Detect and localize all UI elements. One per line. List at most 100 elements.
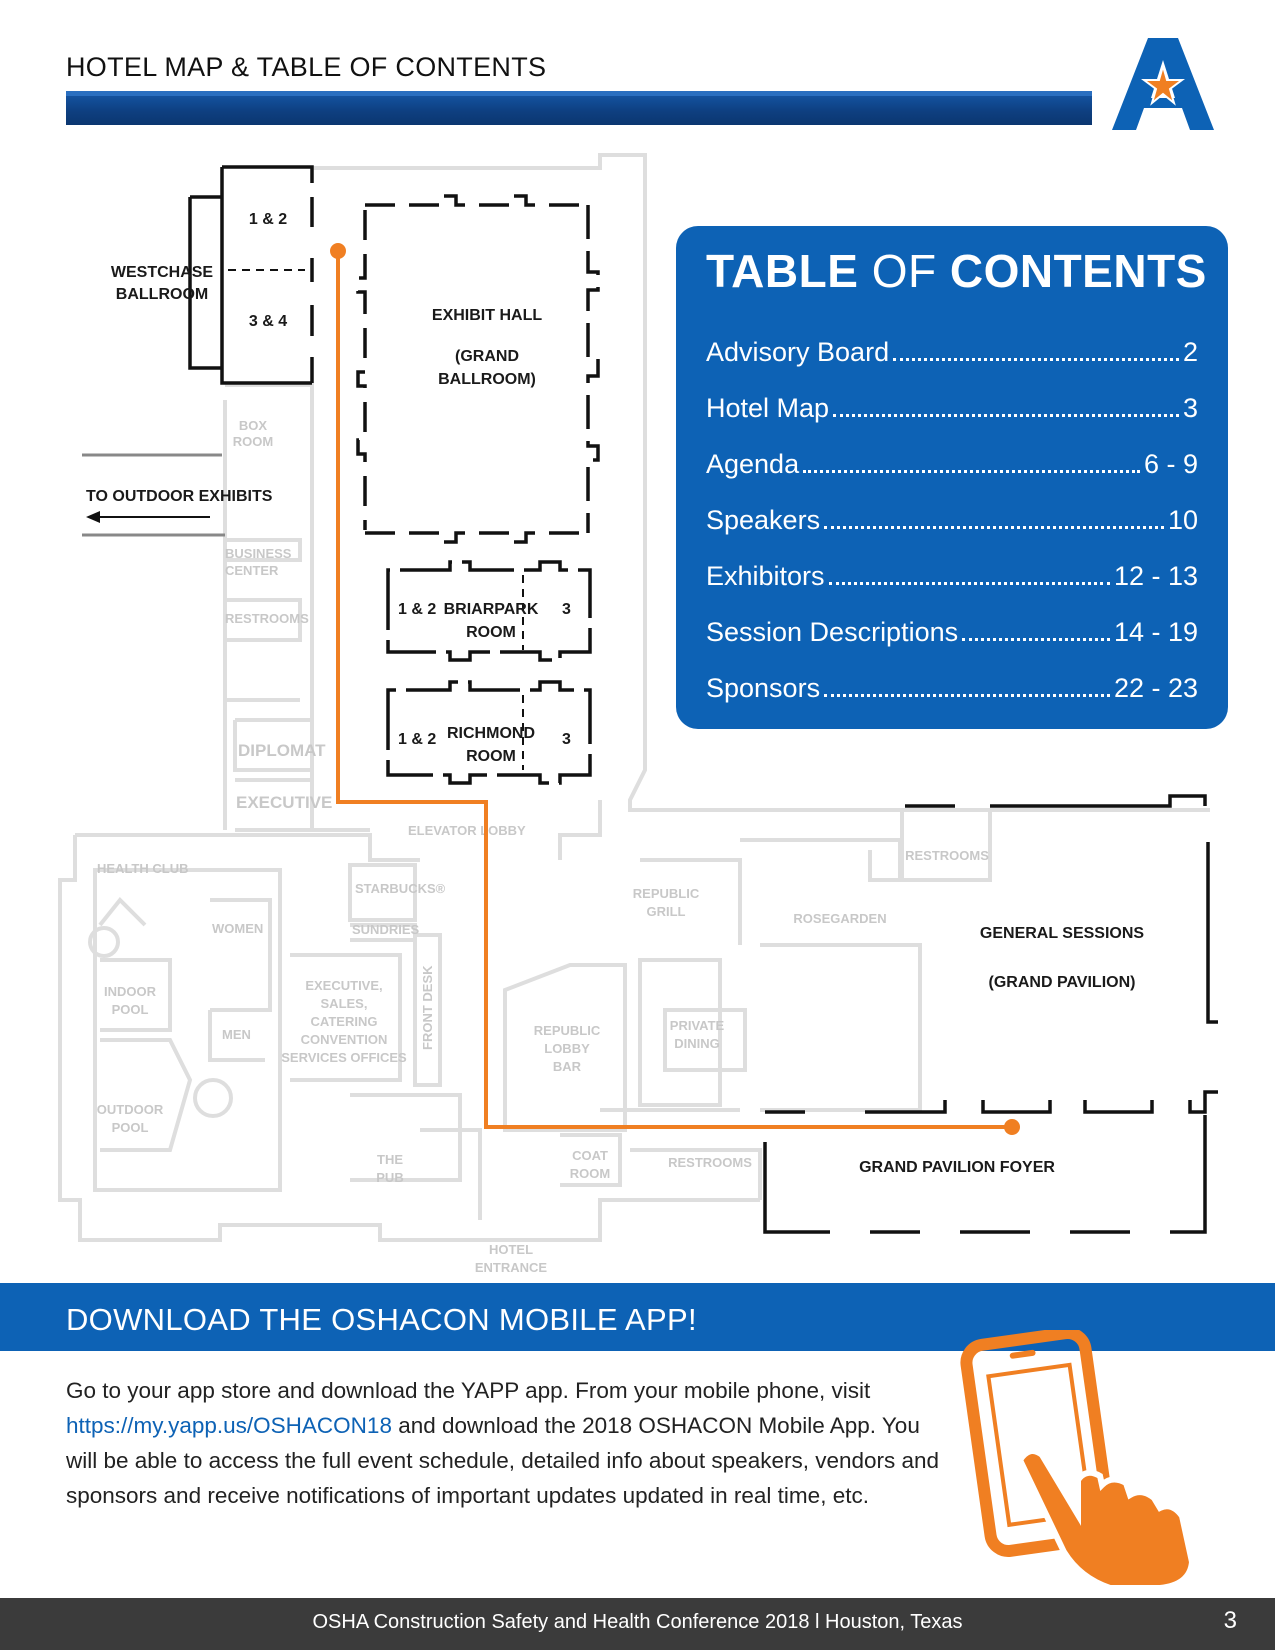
table-of-contents: TABLE OF CONTENTS Advisory Board 2 Hotel … (676, 226, 1228, 729)
map-label: RESTROOMS (225, 611, 309, 626)
toc-item-title: Hotel Map (706, 393, 830, 423)
route-start-dot (330, 243, 346, 259)
map-label: 1 & 2 (398, 731, 436, 748)
route-path (336, 251, 1012, 1129)
map-label: ROOM (233, 434, 273, 449)
title-bar (66, 91, 1092, 125)
map-label: INDOOR (104, 984, 157, 999)
map-label: REPUBLIC (633, 886, 700, 901)
map-label: ROOM (570, 1166, 610, 1181)
map-label: BUSINESS (225, 546, 292, 561)
footer-text: OSHA Construction Safety and Health Conf… (312, 1611, 963, 1633)
toc-item-page: 10 (1167, 505, 1198, 535)
map-label: REPUBLIC (534, 1023, 601, 1038)
footer-bar (0, 1598, 1275, 1650)
toc-item-page: 12 - 13 (1113, 561, 1198, 591)
map-label: SERVICES OFFICES (281, 1050, 407, 1065)
map-label: ROOM (466, 748, 516, 765)
map-label: HOTEL (489, 1242, 533, 1257)
toc-item-page: 2 (1182, 337, 1198, 367)
toc-item-page: 14 - 19 (1113, 617, 1198, 647)
map-label: STARBUCKS® (355, 881, 446, 896)
toc-item-title: Session Descriptions (706, 617, 959, 647)
map-label: CATERING (311, 1014, 378, 1029)
map-label: EXHIBIT HALL (432, 307, 542, 324)
map-label: ENTRANCE (475, 1260, 548, 1275)
map-label: POOL (112, 1002, 149, 1017)
map-label: GRAND PAVILION FOYER (859, 1159, 1055, 1176)
toc-item[interactable]: Session Descriptions 14 - 19 (706, 608, 1198, 648)
map-label: BOX (239, 418, 268, 433)
toc-item[interactable]: Hotel Map 3 (706, 384, 1198, 424)
map-label: 3 (562, 731, 571, 748)
toc-item-title: Sponsors (706, 673, 821, 703)
map-label: RESTROOMS (668, 1155, 752, 1170)
map-label: OUTDOOR (97, 1102, 164, 1117)
map-label: ELEVATOR LOBBY (408, 823, 526, 838)
map-label: PUB (376, 1170, 403, 1185)
toc-item-title: Agenda (706, 449, 800, 479)
toc-heading-b: OF (871, 245, 937, 297)
map-label: DIPLOMAT (238, 741, 326, 760)
toc-item[interactable]: Sponsors 22 - 23 (706, 664, 1198, 704)
toc-item[interactable]: Speakers 10 (706, 496, 1198, 536)
map-label: BALLROOM (116, 286, 208, 303)
map-label: TO OUTDOOR EXHIBITS (86, 488, 273, 505)
toc-heading: TABLE OF CONTENTS (706, 244, 1207, 298)
app-banner (0, 1283, 1275, 1351)
toc-heading-c: CONTENTS (949, 245, 1207, 297)
map-label: RICHMOND (447, 725, 535, 742)
map-label: COAT (572, 1148, 608, 1163)
map-label: ROSEGARDEN (793, 911, 886, 926)
toc-item[interactable]: Agenda 6 - 9 (706, 440, 1198, 480)
toc-item-page: 6 - 9 (1143, 449, 1198, 479)
map-label: GENERAL SESSIONS (980, 925, 1145, 942)
map-label: EXECUTIVE, (305, 978, 382, 993)
map-label: CENTER (225, 563, 279, 578)
map-label: PRIVATE (670, 1018, 725, 1033)
toc-heading-a: TABLE (706, 245, 859, 297)
map-label: SALES, (321, 996, 368, 1011)
app-link[interactable]: https://my.yapp.us/OSHACON18 (66, 1413, 392, 1438)
map-label: CONVENTION (301, 1032, 388, 1047)
app-description: Go to your app store and download the YA… (66, 1373, 946, 1513)
toc-item[interactable]: Exhibitors 12 - 13 (706, 552, 1198, 592)
map-label: BALLROOM) (438, 371, 536, 388)
toc-item-title: Advisory Board (706, 337, 890, 367)
toc-item-title: Speakers (706, 505, 821, 535)
route-end-dot (1004, 1119, 1020, 1135)
map-label: ROOM (466, 624, 516, 641)
page-number: 3 (1223, 1607, 1237, 1634)
map-label: DINING (674, 1036, 720, 1051)
toc-item[interactable]: Advisory Board 2 (706, 328, 1198, 368)
map-label: 3 & 4 (249, 313, 287, 330)
map-label: SUNDRIES (352, 922, 420, 937)
map-label: 1 & 2 (398, 601, 436, 618)
toc-item-page: 22 - 23 (1113, 673, 1198, 703)
gray-map-labels: BOX ROOM BUSINESS CENTER RESTROOMS DIPLO… (97, 418, 989, 1275)
app-title: DOWNLOAD THE OSHACON MOBILE APP! (66, 1302, 697, 1337)
page-title: HOTEL MAP & TABLE OF CONTENTS (66, 52, 547, 82)
map-label: 3 (562, 601, 571, 618)
map-label: GRILL (647, 904, 686, 919)
map-label: FRONT DESK (420, 965, 435, 1050)
app-text-after: and download the 2018 OSHACON Mobile App… (66, 1413, 940, 1508)
map-label: POOL (112, 1120, 149, 1135)
map-label: EXECUTIVE (236, 793, 332, 812)
map-label: (GRAND PAVILION) (989, 974, 1136, 991)
map-label: WOMEN (212, 921, 263, 936)
map-label: MEN (222, 1027, 251, 1042)
map-label: RESTROOMS (905, 848, 989, 863)
map-label: WESTCHASE (111, 264, 214, 281)
map-label: LOBBY (544, 1041, 590, 1056)
app-text-before: Go to your app store and download the YA… (66, 1378, 871, 1403)
toc-item-title: Exhibitors (706, 561, 825, 591)
map-label: 1 & 2 (249, 211, 287, 228)
uta-logo-icon (1112, 38, 1214, 130)
map-label: THE (377, 1152, 403, 1167)
hotel-map: BOX ROOM BUSINESS CENTER RESTROOMS DIPLO… (58, 153, 1218, 1275)
phone-hand-icon (960, 1330, 1196, 1590)
map-label: BAR (553, 1059, 582, 1074)
toc-item-page: 3 (1182, 393, 1198, 423)
map-label: HEALTH CLUB (97, 861, 188, 876)
